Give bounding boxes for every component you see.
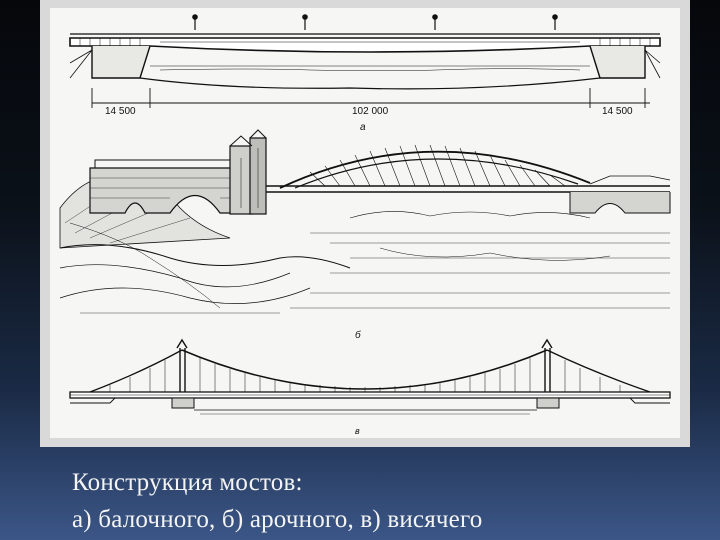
lamp-posts bbox=[192, 14, 558, 30]
steel-arch bbox=[279, 150, 591, 189]
bridge-towers bbox=[229, 129, 267, 215]
caption-title: Конструкция мостов: bbox=[72, 469, 303, 496]
arch-bridge-drawing bbox=[59, 129, 671, 314]
dim-center-label: 102 000 bbox=[352, 106, 389, 117]
label-c: в bbox=[355, 426, 360, 436]
riverbank bbox=[59, 244, 351, 269]
hangers bbox=[109, 358, 621, 392]
dim-right-label: 14 500 bbox=[602, 106, 633, 117]
bridge-illustration: 14 500 102 000 14 500 а bbox=[50, 8, 680, 438]
label-b: б bbox=[355, 329, 361, 341]
stone-viaduct bbox=[89, 167, 251, 214]
beam-girder bbox=[69, 37, 661, 53]
beam-bridge-drawing bbox=[69, 14, 661, 108]
dim-left-label: 14 500 bbox=[105, 106, 136, 117]
dimension-line bbox=[91, 88, 650, 108]
figure-frame: 14 500 102 000 14 500 а bbox=[40, 0, 690, 447]
river-bed bbox=[139, 77, 601, 90]
label-a: а bbox=[360, 122, 366, 133]
right-abutment bbox=[589, 45, 646, 79]
slide-caption: Конструкция мостов: а) балочного, б) аро… bbox=[72, 464, 692, 538]
left-abutment bbox=[91, 45, 151, 79]
main-cable bbox=[181, 349, 548, 390]
caption-subtitle: а) балочного, б) арочного, в) висячего bbox=[72, 506, 483, 533]
suspension-bridge-drawing bbox=[69, 338, 671, 415]
